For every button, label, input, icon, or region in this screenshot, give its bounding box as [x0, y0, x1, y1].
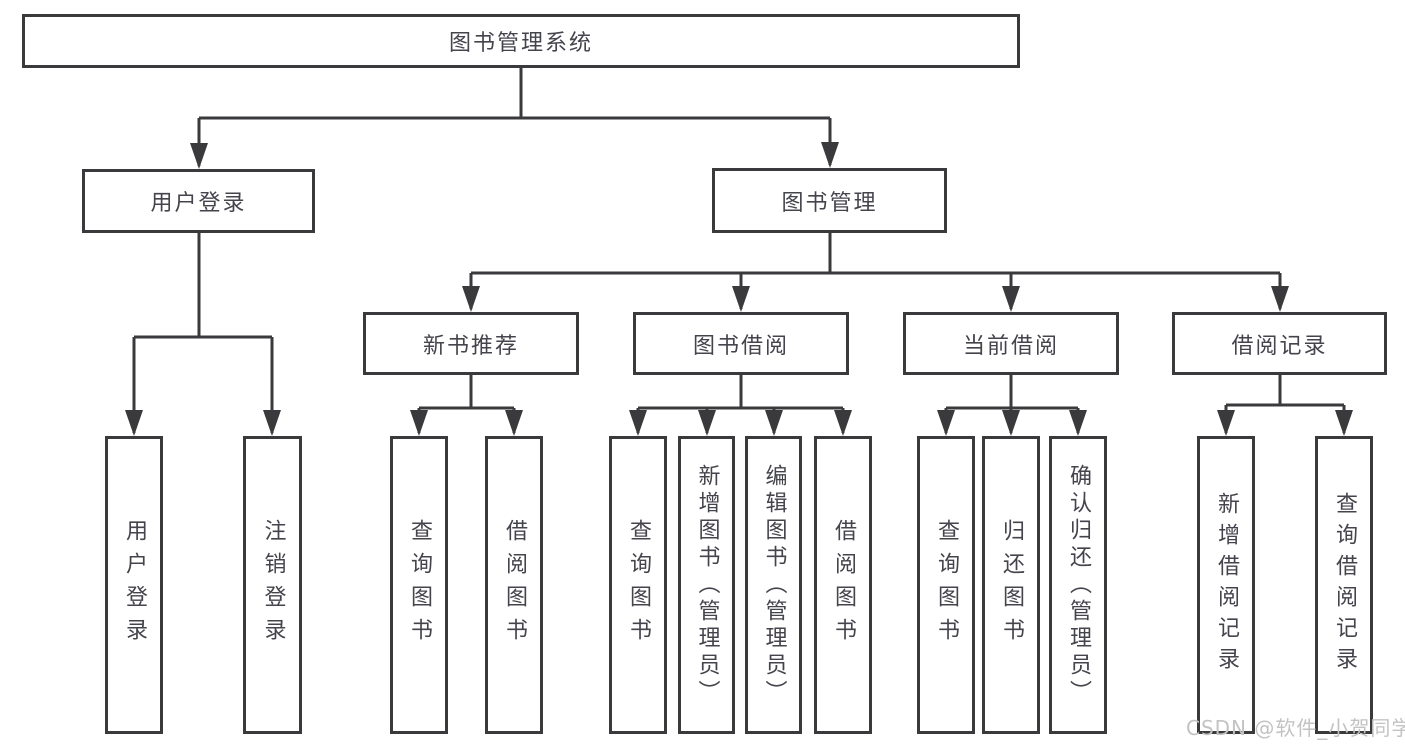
node-book-management-branch: 图书管理 — [712, 168, 947, 233]
leaf-borrow-books: 借阅图书 — [814, 436, 872, 734]
watermark: CSDN @软件_小贺同学 — [1186, 716, 1405, 740]
node-borrow-records: 借阅记录 — [1172, 312, 1387, 375]
leaf-return-book: 归还图书 — [982, 436, 1040, 734]
leaf-edit-book-admin: 编辑图书（管理员） — [745, 436, 802, 734]
leaf-logout: 注销登录 — [243, 436, 302, 734]
leaf-query-books-recommend: 查询图书 — [390, 436, 448, 734]
leaf-add-borrow-record: 新增借阅记录 — [1197, 436, 1255, 734]
node-user-login-branch: 用户登录 — [82, 169, 315, 233]
node-book-borrow: 图书借阅 — [633, 312, 849, 375]
node-new-book-recommend: 新书推荐 — [363, 312, 579, 375]
leaf-user-login: 用户登录 — [105, 436, 163, 734]
leaf-borrow-books-recommend: 借阅图书 — [485, 436, 543, 734]
node-root-system: 图书管理系统 — [22, 14, 1020, 68]
leaf-query-books-borrow: 查询图书 — [609, 436, 667, 734]
leaf-add-book-admin: 新增图书（管理员） — [678, 436, 735, 734]
leaf-query-books-current: 查询图书 — [917, 436, 975, 734]
node-current-borrow: 当前借阅 — [903, 312, 1119, 375]
leaf-query-borrow-record: 查询借阅记录 — [1315, 436, 1373, 734]
leaf-confirm-return-admin: 确认归还（管理员） — [1049, 436, 1107, 734]
